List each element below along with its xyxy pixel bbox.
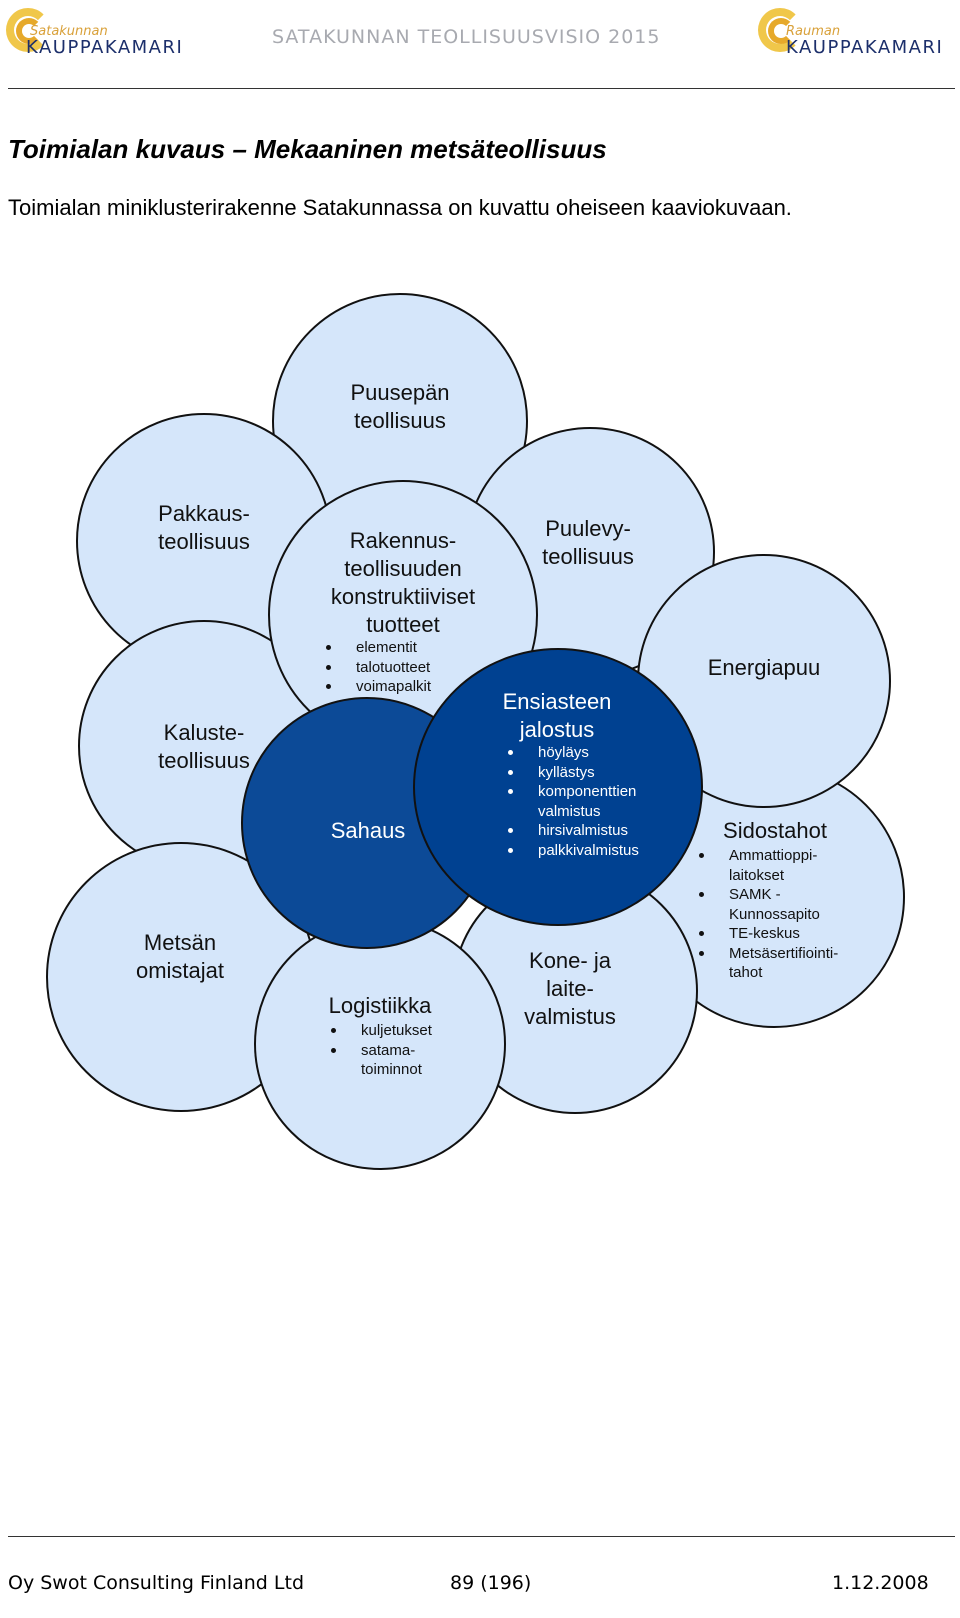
list-item: laitokset (729, 866, 785, 884)
footer-rule (8, 1536, 955, 1537)
label-energiapuu: Energiapuu (707, 655, 821, 680)
label-ensiasteen: Ensiasteen jalostus (502, 689, 612, 742)
list-item: palkkivalmistus (504, 841, 639, 861)
label-rakennus: Rakennus- teollisuuden konstruktiiviset … (330, 528, 476, 637)
list-item: voimapalkit (322, 677, 431, 697)
list-item: kuljetukset (327, 1021, 432, 1041)
list-item: Kunnossapito (729, 905, 820, 923)
logo-ring-icon (758, 8, 802, 52)
header-rule (8, 88, 955, 89)
header-title: SATAKUNNAN TEOLLISUUSVISIO 2015 (272, 26, 661, 48)
label-pakkaus: Pakkaus- teollisuus (158, 501, 250, 554)
list-item: Ammattioppi- (695, 846, 838, 866)
logo-ring-icon (6, 8, 50, 52)
label-kone: Kone- ja laite- valmistus (524, 948, 616, 1029)
list-rakennus: elementit talotuotteet voimapalkit (322, 638, 431, 697)
logo-satakunnan-kauppakamari: Satakunnan KAUPPAKAMARI (6, 4, 206, 64)
list-item: kyllästys (504, 763, 639, 783)
list-item: tahot (729, 964, 763, 981)
list-item: elementit (322, 638, 431, 658)
list-logistiikka: kuljetukset satama- toiminnot (327, 1021, 432, 1080)
list-item: Metsäsertifiointi- (695, 944, 838, 964)
logo-left-big: KAUPPAKAMARI (26, 37, 184, 58)
list-item: komponenttien (504, 782, 639, 802)
list-item: TE-keskus (695, 924, 838, 944)
list-ensiasteen: höyläys kyllästys komponenttien valmistu… (504, 743, 639, 860)
list-item: valmistus (538, 802, 601, 820)
list-item: SAMK - (695, 885, 838, 905)
section-heading: Toimialan kuvaus – Mekaaninen metsäteoll… (8, 134, 607, 164)
list-item: toiminnot (361, 1061, 422, 1078)
logo-right-big: KAUPPAKAMARI (786, 37, 944, 58)
list-sidostahot: Ammattioppi- laitokset SAMK - Kunnossapi… (695, 846, 838, 983)
footer-page-number: 89 (196) (450, 1572, 532, 1594)
label-puusepan: Puusepän teollisuus (350, 380, 450, 433)
circle-ensiasteen (413, 648, 703, 926)
label-logistiikka: Logistiikka (328, 993, 432, 1018)
logo-left-small: Satakunnan (30, 24, 108, 39)
list-item: satama- (327, 1041, 432, 1061)
logo-ring-inner-icon (768, 18, 794, 44)
label-kaluste: Kaluste- teollisuus (158, 720, 250, 773)
logo-ring-inner-icon (16, 18, 42, 44)
circle-logistiikka (254, 918, 506, 1170)
footer-date: 1.12.2008 (832, 1572, 929, 1594)
logo-right-small: Rauman (786, 24, 841, 39)
logo-rauman-kauppakamari: Rauman KAUPPAKAMARI (758, 4, 953, 64)
list-item: talotuotteet (322, 658, 431, 678)
list-item: höyläys (504, 743, 639, 763)
label-sahaus: Sahaus (330, 818, 406, 843)
intro-text: Toimialan miniklusterirakenne Satakunnas… (8, 195, 792, 220)
label-sidostahot: Sidostahot (723, 818, 827, 843)
footer-company: Oy Swot Consulting Finland Ltd (8, 1572, 305, 1594)
label-puulevy: Puulevy- teollisuus (542, 516, 634, 569)
list-item: hirsivalmistus (504, 821, 639, 841)
label-metsan: Metsän omistajat (135, 930, 225, 983)
